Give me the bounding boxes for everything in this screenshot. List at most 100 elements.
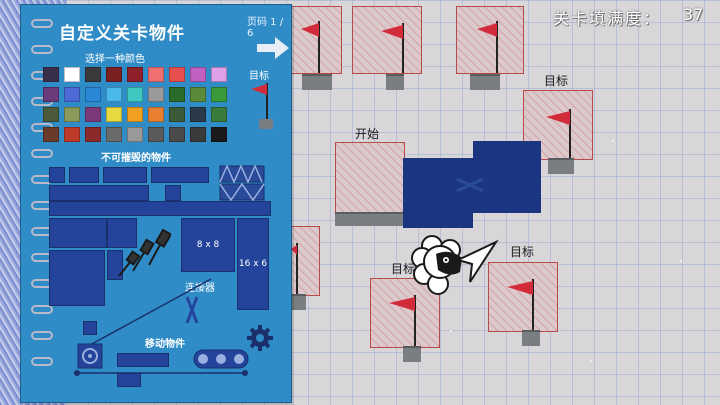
color-section-label: 选择一种颜色 (85, 54, 145, 65)
goal-base (302, 74, 332, 90)
goal-flag-icon (291, 243, 298, 295)
block-piece[interactable] (151, 167, 209, 183)
goal-zone[interactable] (352, 6, 422, 74)
color-swatch[interactable] (127, 67, 143, 82)
color-swatch[interactable] (64, 107, 80, 122)
block-8x8-piece[interactable]: 8 x 8 (181, 218, 235, 272)
goal-zone[interactable] (370, 278, 440, 348)
color-swatch[interactable] (190, 87, 206, 102)
block-piece[interactable] (165, 185, 181, 201)
color-swatch[interactable] (106, 87, 122, 102)
start-zone[interactable] (335, 142, 405, 214)
goal-label: 目标 (510, 245, 535, 259)
color-swatch[interactable] (148, 127, 164, 142)
color-swatch[interactable] (127, 87, 143, 102)
indestructible-section-label: 不可摧毁的物件 (101, 153, 171, 164)
color-swatch[interactable] (43, 67, 59, 82)
binder-ring (31, 305, 53, 314)
block-piece[interactable] (69, 167, 99, 183)
color-swatch[interactable] (127, 127, 143, 142)
moving-block-piece[interactable] (83, 321, 97, 335)
color-swatch[interactable] (148, 107, 164, 122)
color-swatch[interactable] (148, 67, 164, 82)
goal-base (470, 74, 500, 90)
paintbrush-tools-icon[interactable] (109, 221, 171, 283)
goal-zone[interactable] (488, 262, 558, 332)
color-swatch[interactable] (85, 127, 101, 142)
block-16x6-piece[interactable]: 16 x 6 (237, 218, 269, 310)
goal-base (292, 294, 306, 310)
goal-base (522, 330, 540, 346)
goal-base (548, 158, 574, 174)
placed-block[interactable] (403, 158, 473, 228)
block-piece[interactable] (49, 185, 149, 201)
panel-title: 自定义关卡物件 (59, 24, 185, 44)
goal-flag-icon (389, 295, 416, 347)
color-swatch[interactable] (43, 127, 59, 142)
color-swatch[interactable] (85, 87, 101, 102)
goal-base (403, 346, 421, 362)
snow-particle (450, 330, 452, 332)
connector-section-label: 连接器 (185, 283, 215, 294)
placed-block[interactable] (473, 141, 541, 213)
block-piece[interactable] (103, 167, 147, 183)
truss-piece-icon[interactable] (219, 183, 265, 201)
color-swatch[interactable] (190, 67, 206, 82)
color-swatch[interactable] (106, 67, 122, 82)
color-swatch[interactable] (169, 87, 185, 102)
block-piece[interactable] (107, 218, 137, 248)
color-swatch[interactable] (211, 67, 227, 82)
moving-block-piece[interactable] (117, 373, 141, 387)
goal-flag-icon (546, 109, 571, 159)
color-swatch[interactable] (64, 127, 80, 142)
binder-ring (31, 357, 53, 366)
color-swatch[interactable] (64, 67, 80, 82)
color-swatch[interactable] (106, 107, 122, 122)
truss-piece-icon[interactable] (219, 165, 265, 183)
goal-zone[interactable] (288, 6, 342, 74)
page-indicator: 页码 1 / 6 (247, 17, 284, 39)
color-swatch[interactable] (64, 87, 80, 102)
goal-flag-tool-icon[interactable] (247, 81, 277, 131)
sheep-player-icon[interactable] (410, 228, 470, 298)
connector-x-icon (456, 177, 484, 193)
binder-ring (31, 45, 53, 54)
color-swatch[interactable] (85, 107, 101, 122)
block-piece[interactable] (49, 250, 105, 306)
moving-block-piece[interactable] (117, 353, 169, 367)
binder-ring (31, 331, 53, 340)
start-base (335, 212, 403, 226)
color-swatch[interactable] (43, 107, 59, 122)
connector-x-tool-icon[interactable] (185, 295, 199, 325)
object-editor-panel[interactable]: 自定义关卡物件 页码 1 / 6 选择一种颜色 目标 不可摧毁的物件 8 x 8… (20, 4, 292, 403)
goal-flag-icon (507, 279, 534, 331)
next-page-arrow-icon[interactable] (255, 35, 291, 61)
snow-particle (680, 260, 682, 262)
color-swatch[interactable] (169, 67, 185, 82)
gear-icon[interactable] (247, 325, 273, 351)
color-swatch[interactable] (43, 87, 59, 102)
color-swatch[interactable] (148, 87, 164, 102)
fill-meter-label: 关卡填满度： (553, 9, 662, 28)
color-swatch[interactable] (127, 107, 143, 122)
block-piece[interactable] (49, 167, 65, 183)
goal-zone[interactable] (290, 226, 320, 296)
goal-flag-icon (477, 21, 498, 73)
block-piece[interactable] (49, 218, 107, 248)
conveyor-icon[interactable] (193, 349, 249, 369)
color-swatch[interactable] (211, 87, 227, 102)
block-piece[interactable] (107, 250, 123, 280)
goal-zone[interactable] (456, 6, 524, 74)
color-swatch[interactable] (211, 107, 227, 122)
binder-ring (31, 149, 53, 158)
moving-section-label: 移动物件 (145, 339, 185, 350)
color-swatch[interactable] (190, 107, 206, 122)
rotator-icon[interactable] (77, 343, 103, 369)
color-swatch[interactable] (190, 127, 206, 142)
color-swatch[interactable] (85, 67, 101, 82)
color-swatch[interactable] (169, 127, 185, 142)
long-block-piece[interactable] (49, 201, 271, 216)
color-swatch[interactable] (106, 127, 122, 142)
color-swatch[interactable] (211, 127, 227, 142)
color-swatch[interactable] (169, 107, 185, 122)
